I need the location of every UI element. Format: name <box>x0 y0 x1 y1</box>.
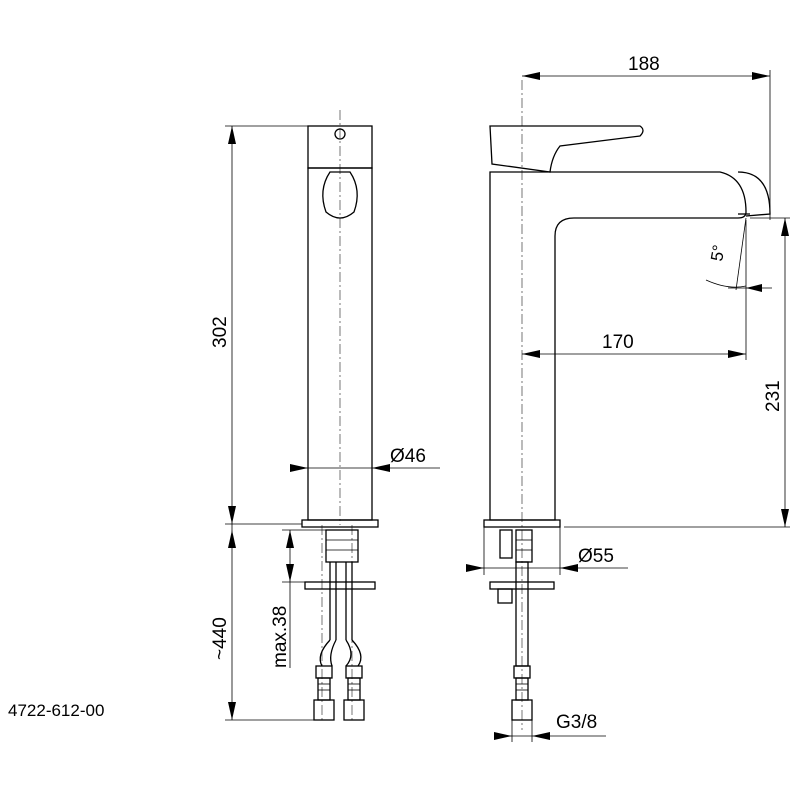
model-code: 4722-612-00 <box>8 701 104 720</box>
lever-handle <box>489 125 644 173</box>
handle-knob <box>322 171 358 219</box>
dim-302: 302 <box>210 125 308 525</box>
dim-d55-label: Ø55 <box>578 546 614 567</box>
dim-d46: Ø46 <box>290 446 440 472</box>
dim-440-label: ~440 <box>210 617 231 660</box>
dim-188: 188 <box>522 54 771 220</box>
dim-188-label: 188 <box>628 54 660 75</box>
dim-g38-label: G3/8 <box>556 712 597 733</box>
dim-max38-label: max.38 <box>270 606 291 668</box>
handle-pin <box>334 128 346 140</box>
dim-170: 170 <box>522 220 747 360</box>
dim-302-label: 302 <box>210 316 231 348</box>
front-base <box>483 519 561 528</box>
dim-231-label: 231 <box>763 380 784 412</box>
dim-d55: Ø55 <box>466 527 628 575</box>
dim-170-label: 170 <box>602 332 634 353</box>
dim-d46-label: Ø46 <box>390 446 426 467</box>
side-base <box>301 519 379 528</box>
dim-max38: max.38 <box>270 529 326 668</box>
dim-angle-label: 5° <box>707 243 729 262</box>
dim-angle: 5° <box>705 217 772 292</box>
dim-g38: G3/8 <box>494 712 606 742</box>
front-view <box>483 80 771 730</box>
spout-body <box>489 171 747 521</box>
dim-231: 231 <box>564 217 790 528</box>
side-view <box>301 110 379 721</box>
dim-440: ~440 <box>210 524 314 721</box>
